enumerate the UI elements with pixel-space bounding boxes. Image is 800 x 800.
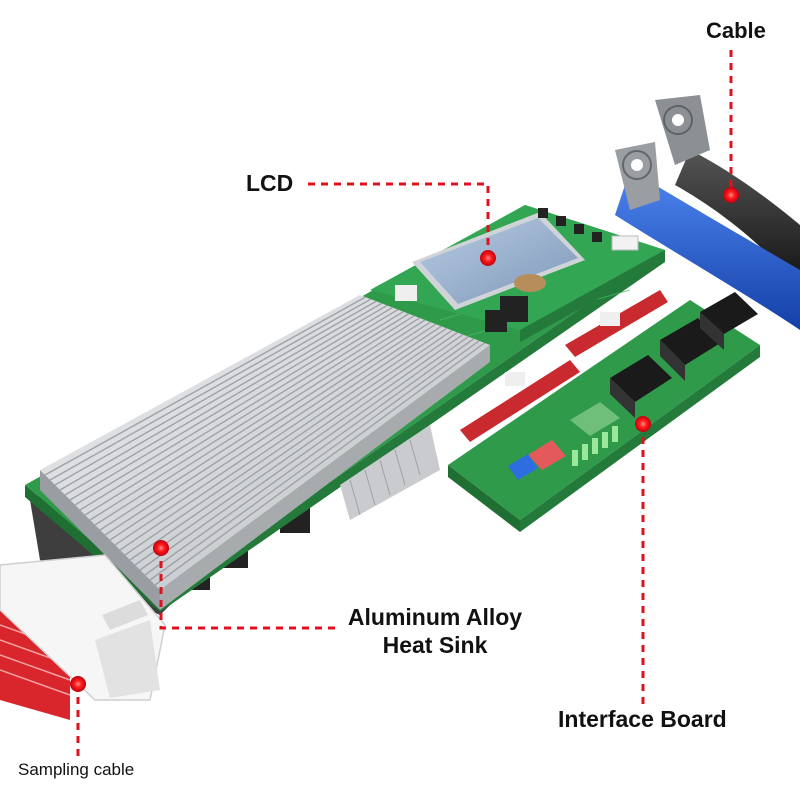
- pointer-dot-cable: [723, 187, 739, 203]
- heat-sink-fin: [119, 327, 448, 551]
- heat-sink-fin: [44, 296, 366, 476]
- heat-sink-fin: [114, 325, 442, 546]
- heat-sink-fin: [129, 331, 458, 561]
- heat-sink-fin: [144, 338, 475, 576]
- label-sampling-cable: Sampling cable: [18, 760, 135, 779]
- label-heat-sink: Aluminum Alloy Heat Sink: [340, 604, 530, 659]
- lcd-display-icon: [370, 205, 665, 342]
- heat-sink-fin: [84, 313, 410, 516]
- heat-sink-fin: [109, 323, 437, 541]
- label-interface-board: Interface Board: [558, 706, 727, 732]
- label-lcd: LCD: [246, 170, 294, 196]
- heat-sink-fin: [94, 317, 420, 526]
- heat-sink-fin: [149, 340, 480, 581]
- sampling-cable-icon: [0, 554, 166, 720]
- pointer-dots: [70, 187, 739, 692]
- heat-sink-fin: [69, 306, 393, 501]
- heat-sink-fin: [74, 308, 399, 506]
- heat-sink-fin: [59, 302, 383, 491]
- heat-sink-fin: [99, 319, 426, 531]
- pointer-dot-heat-sink: [153, 540, 169, 556]
- pointer-dot-interface-board: [635, 416, 651, 432]
- label-heat-sink-line2: Heat Sink: [382, 631, 488, 658]
- heat-sink-fin: [154, 342, 485, 586]
- pointer-lines: [76, 50, 733, 756]
- pointer-line-heat-sink: [159, 548, 336, 630]
- pointer-dot-lcd: [480, 250, 496, 266]
- heat-sink-fin: [64, 304, 388, 496]
- ribbon-connector-icon: [460, 290, 668, 442]
- power-cable-icon: [615, 95, 800, 330]
- heat-sink-fin: [124, 329, 453, 556]
- label-cable: Cable: [706, 18, 766, 43]
- heat-sink-fin: [49, 298, 372, 481]
- heat-sink-fin: [139, 336, 469, 571]
- heat-sink-fin: [79, 311, 404, 511]
- heat-sink-icon: [40, 295, 490, 610]
- heat-sink-fin: [134, 334, 464, 566]
- heat-sink-fin: [104, 321, 431, 536]
- label-heat-sink-line1: Aluminum Alloy: [347, 604, 523, 630]
- heat-sink-fin: [54, 300, 377, 486]
- heat-sink-fin: [89, 315, 415, 521]
- interface-board-icon: [448, 292, 760, 532]
- pointer-dot-sampling-cable: [70, 676, 86, 692]
